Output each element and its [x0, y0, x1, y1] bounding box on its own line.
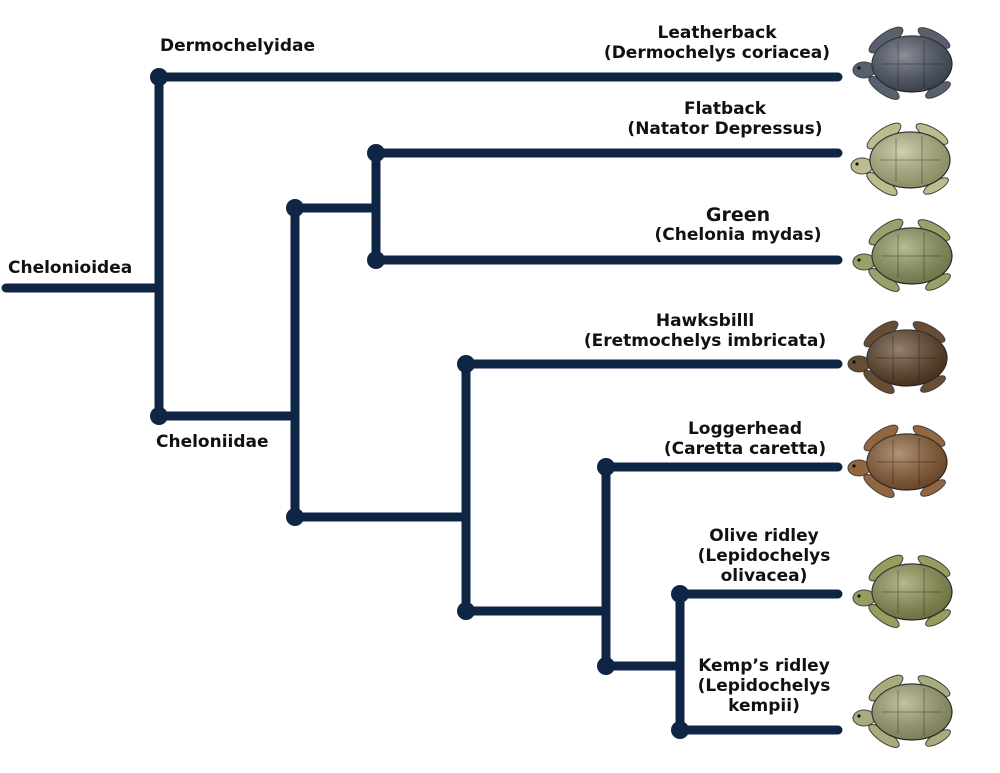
tree-branches	[1, 72, 843, 735]
leatherback-turtle-illustration	[852, 26, 953, 100]
common-name: Green	[705, 204, 771, 226]
common-name: Olive ridley	[709, 526, 819, 546]
node-dot	[367, 144, 385, 162]
common-name: Flatback	[683, 99, 767, 119]
species-label-flatback: Flatback (Natator Depressus)	[610, 99, 840, 139]
node-dot	[150, 407, 168, 425]
root-label: Chelonioidea	[8, 258, 133, 278]
scientific-name-line-1: (Lepidochelys	[697, 546, 831, 566]
node-dot	[286, 199, 304, 217]
common-name: Leatherback	[657, 23, 777, 43]
flatback-turtle-illustration	[850, 122, 951, 196]
common-name: Kemp’s ridley	[698, 656, 830, 676]
hawksbill-turtle-illustration	[847, 320, 948, 394]
node-dot	[671, 721, 689, 739]
node-dot	[597, 657, 615, 675]
green-turtle-illustration	[852, 218, 953, 292]
turtle-illustrations	[847, 26, 953, 748]
tree-nodes	[150, 68, 689, 739]
node-dot	[367, 251, 385, 269]
node-dot	[671, 585, 689, 603]
species-label-olive-ridley: Olive ridley (Lepidochelys olivacea)	[684, 526, 844, 586]
scientific-name: (Eretmochelys imbricata)	[583, 331, 827, 351]
loggerhead-turtle-illustration	[847, 424, 948, 498]
species-label-kemps-ridley: Kemp’s ridley (Lepidochelys kempii)	[684, 656, 844, 716]
common-name: Hawksbilll	[655, 311, 755, 331]
scientific-name: (Natator Depressus)	[627, 119, 823, 139]
scientific-name-line-2: olivacea)	[720, 566, 808, 586]
kemps-ridley-turtle-illustration	[852, 674, 953, 748]
scientific-name: (Chelonia mydas)	[654, 225, 822, 245]
species-label-loggerhead: Loggerhead (Caretta caretta)	[650, 419, 840, 459]
cheloniidae-label: Cheloniidae	[156, 432, 269, 452]
scientific-name-line-2: kempii)	[728, 696, 800, 716]
node-dot	[286, 508, 304, 526]
node-dot	[597, 458, 615, 476]
species-label-green: Green (Chelonia mydas)	[636, 205, 840, 245]
node-dot	[457, 602, 475, 620]
scientific-name-line-1: (Lepidochelys	[697, 676, 831, 696]
common-name: Loggerhead	[687, 419, 803, 439]
species-label-leatherback: Leatherback (Dermochelys coriacea)	[594, 23, 840, 63]
species-label-hawksbill: Hawksbilll (Eretmochelys imbricata)	[570, 311, 840, 351]
node-dot	[150, 68, 168, 86]
scientific-name: (Dermochelys coriacea)	[603, 43, 831, 63]
dermochelyidae-label: Dermochelyidae	[160, 36, 316, 56]
node-dot	[457, 355, 475, 373]
scientific-name: (Caretta caretta)	[663, 439, 827, 459]
olive-ridley-turtle-illustration	[852, 554, 953, 628]
